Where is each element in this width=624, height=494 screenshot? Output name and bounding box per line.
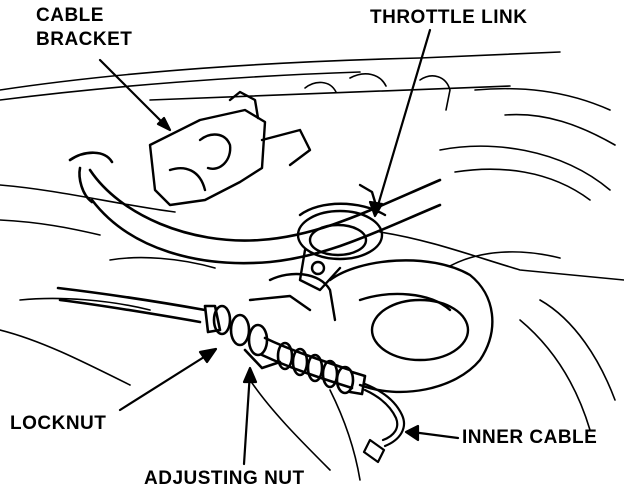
- cable-bracket-label-line-2: BRACKET: [36, 29, 133, 50]
- cable-bracket-label: CABLE BRACKET: [36, 4, 132, 52]
- outer-cable: [56, 286, 367, 396]
- engine-background-lines: [0, 51, 624, 481]
- adjusting-nut-leader: [242, 366, 258, 466]
- throttle-link-label: THROTTLE LINK: [370, 7, 528, 28]
- locknut-leader: [118, 347, 218, 412]
- cable-bracket-leader: [98, 58, 172, 132]
- locknut-label: LOCKNUT: [10, 413, 107, 434]
- adjusting-nut-label: ADJUSTING NUT: [144, 468, 305, 489]
- cable-bracket-part: [148, 90, 312, 207]
- cable-bracket-label-line-1: CABLE: [36, 5, 104, 26]
- inner-cable-leader: [404, 424, 460, 442]
- intake-hose: [68, 151, 442, 265]
- inner-cable-part: [362, 382, 406, 464]
- leader-arrows: [98, 28, 460, 466]
- inner-cable-label: INNER CABLE: [462, 427, 598, 448]
- throttle-link-leader: [368, 28, 432, 218]
- throttle-body: [248, 259, 494, 394]
